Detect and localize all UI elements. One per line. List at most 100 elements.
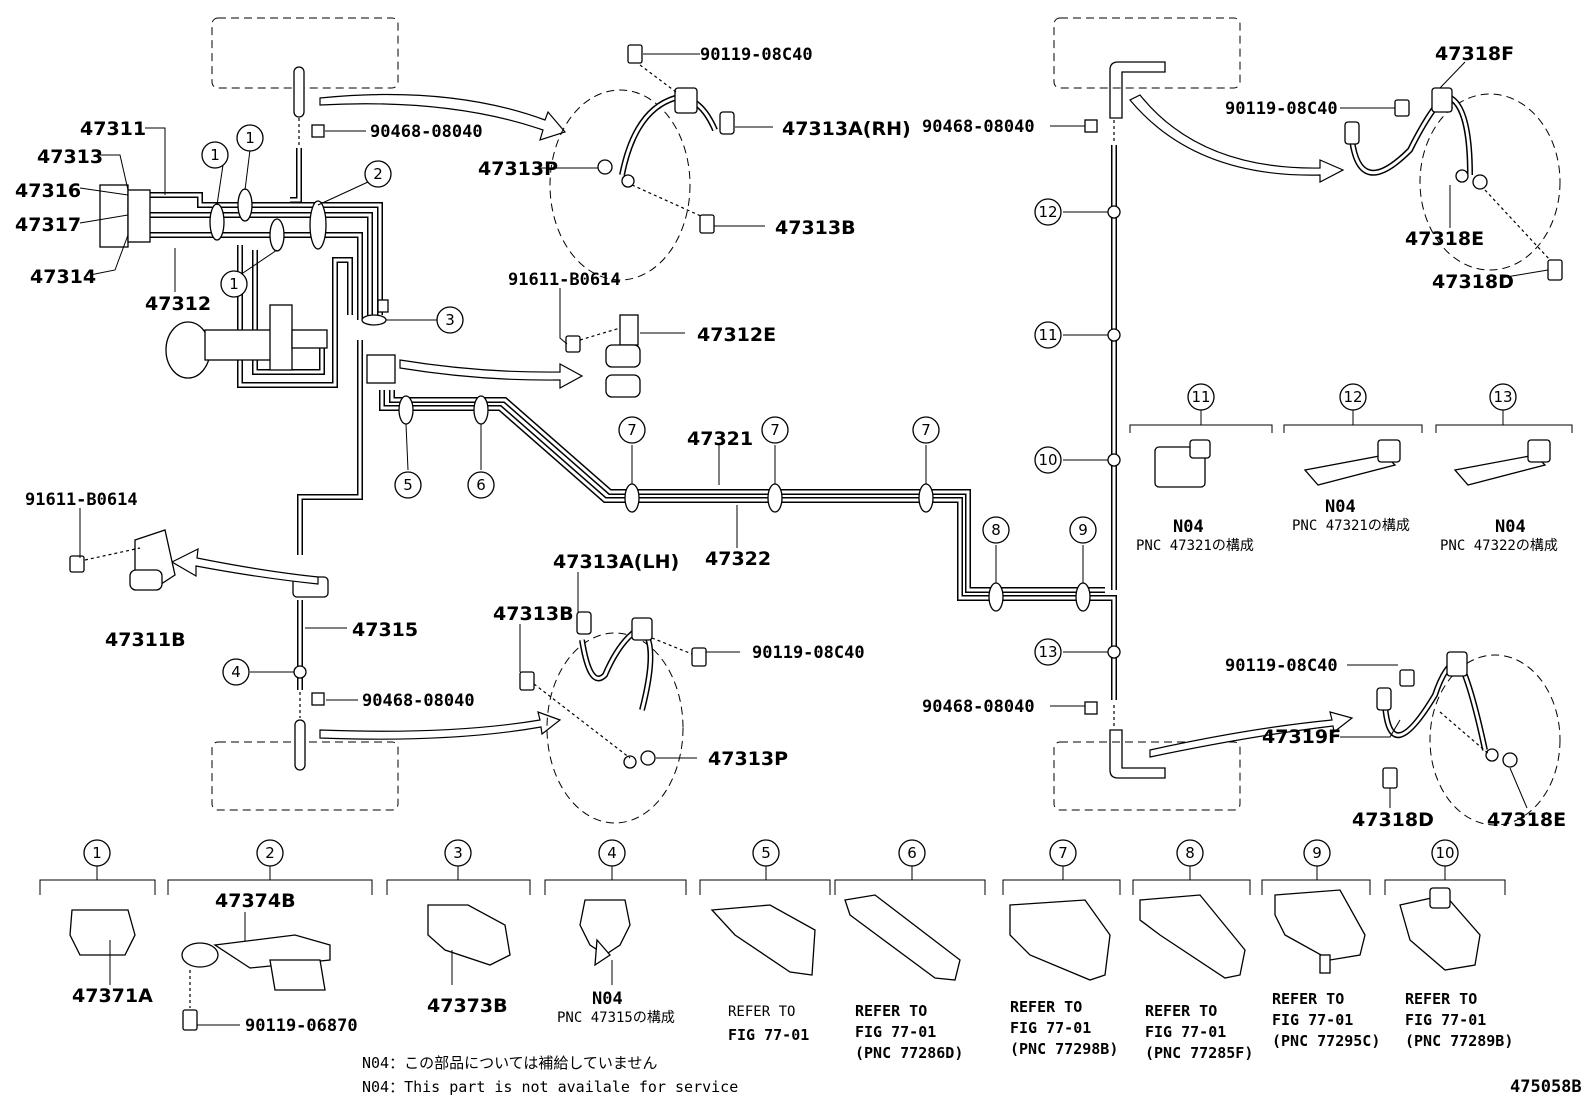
legend-num-10: 10 [1435, 844, 1454, 862]
clamp-marker-7c: 7 [921, 421, 931, 439]
legend-line-8-2: (PNC 77285F) [1145, 1044, 1253, 1062]
legend-right-num-11: 11 [1191, 388, 1210, 406]
callout-47317: 47317 [15, 214, 81, 236]
clamp-marker-12: 12 [1038, 203, 1057, 221]
legend-right-code-13: N04 [1495, 517, 1526, 537]
callout-47313a-lh: 47313A(LH) [553, 551, 679, 573]
clamp-marker-4: 4 [231, 663, 241, 681]
callout-47318f: 47318F [1435, 43, 1514, 65]
callout-47313b-bot: 47313B [493, 603, 574, 625]
callout-91611-mid: 91611-B0614 [508, 270, 621, 290]
clamp-marker-9: 9 [1078, 521, 1088, 539]
clamp-marker-3: 3 [445, 311, 455, 329]
legend-line-9-0: REFER TO [1272, 990, 1344, 1008]
clamp-marker-7b: 7 [770, 421, 780, 439]
legend-label-1: 47371A [72, 985, 153, 1007]
legend-line-10-0: REFER TO [1405, 990, 1477, 1008]
callout-47314: 47314 [30, 266, 96, 288]
callout-47312: 47312 [145, 293, 211, 315]
callout-90119-br: 90119-08C40 [1225, 656, 1338, 676]
callout-47313p-top: 47313P [478, 158, 558, 180]
callout-47311b: 47311B [105, 629, 186, 651]
legend-num-1: 1 [92, 844, 102, 862]
clip-marks [311, 119, 1098, 715]
legend-line-9-2: (PNC 77295C) [1272, 1032, 1380, 1050]
legend-num-5: 5 [761, 844, 771, 862]
legend-line-7-1: FIG 77-01 [1010, 1019, 1091, 1037]
detail-arrows [170, 93, 1354, 758]
callout-47319f: 47319F [1262, 726, 1341, 748]
legend-line-10-1: FIG 77-01 [1405, 1011, 1486, 1029]
legend-line-8-1: FIG 77-01 [1145, 1023, 1226, 1041]
part-callouts: 47311 47313 47316 47317 47314 47312 9046… [15, 43, 1566, 831]
legend-label-4: N04 [592, 989, 623, 1009]
legend-bolt-2: 90119-06870 [245, 1016, 358, 1036]
callout-90119-top: 90119-08C40 [700, 45, 813, 65]
legend-line-8-0: REFER TO [1145, 1002, 1217, 1020]
callout-47318e-bot: 47318E [1487, 809, 1566, 831]
clamp-marker-1b: 1 [245, 129, 255, 147]
master-cylinder-booster [99, 184, 396, 384]
legend-num-8: 8 [1185, 844, 1195, 862]
callout-90468-br: 90468-08040 [922, 697, 1035, 717]
clamp-marker-1c: 1 [229, 275, 239, 293]
footnotes: N04：この部品については補給していません N04：This part is n… [362, 1054, 1582, 1097]
callout-47322: 47322 [705, 548, 771, 570]
pipe-clamps [209, 188, 1121, 679]
legend-right-pnc-13: PNC 47322の構成 [1440, 538, 1558, 554]
legend-right-code-11: N04 [1173, 517, 1204, 537]
legend-right: 11 N04 PNC 47321の構成 12 N04 PNC 47321の構成 … [1129, 383, 1573, 554]
clamp-marker-2: 2 [373, 165, 383, 183]
clamp-marker-1a: 1 [210, 146, 220, 164]
legend-num-7: 7 [1058, 844, 1068, 862]
legend-num-2: 2 [265, 844, 275, 862]
wheel-boxes [211, 17, 1241, 811]
callout-47313b-top: 47313B [775, 217, 856, 239]
callout-47318e-top: 47318E [1405, 228, 1484, 250]
clamp-marker-11: 11 [1038, 326, 1057, 344]
callout-47318d-bot: 47318D [1352, 809, 1434, 831]
legend-line-9-1: FIG 77-01 [1272, 1011, 1353, 1029]
legend-right-pnc-11: PNC 47321の構成 [1136, 538, 1254, 554]
legend-sub-4: PNC 47315の構成 [557, 1010, 675, 1026]
legend-label-2: 47374B [215, 890, 296, 912]
callout-47311: 47311 [80, 118, 146, 140]
leader-lines [79, 53, 1549, 809]
legend-label-3: 47373B [427, 995, 508, 1017]
legend-line-5-1: FIG 77-01 [728, 1026, 809, 1044]
legend-bottom: 1 47371A 2 47374B 90119-06870 3 47373B 4 [39, 839, 1513, 1062]
flex-hoses [69, 44, 1563, 789]
legend-line-5-0: REFER TO [728, 1004, 795, 1020]
clamp-marker-6: 6 [476, 476, 486, 494]
legend-right-num-12: 12 [1343, 388, 1362, 406]
clamp-marker-10: 10 [1038, 451, 1057, 469]
callout-47313: 47313 [37, 146, 103, 168]
clamp-marker-5: 5 [403, 476, 413, 494]
callout-47315: 47315 [352, 619, 418, 641]
legend-num-3: 3 [453, 844, 463, 862]
legend-line-6-2: (PNC 77286D) [855, 1044, 963, 1062]
footnote-jp: N04：この部品については補給していません [362, 1054, 657, 1072]
legend-line-10-2: (PNC 77289B) [1405, 1032, 1513, 1050]
clamp-marker-8: 8 [991, 521, 1001, 539]
callout-90119-tr: 90119-08C40 [1225, 99, 1338, 119]
legend-num-9: 9 [1312, 844, 1322, 862]
clamp-marker-7a: 7 [627, 421, 637, 439]
callout-90468-tl: 90468-08040 [370, 122, 483, 142]
callout-90468-tr: 90468-08040 [922, 117, 1035, 137]
legend-right-pnc-12: PNC 47321の構成 [1292, 518, 1410, 534]
legend-line-6-1: FIG 77-01 [855, 1023, 936, 1041]
callout-47313p-bot: 47313P [708, 748, 788, 770]
callout-47316: 47316 [15, 180, 81, 202]
legend-line-6-0: REFER TO [855, 1002, 927, 1020]
clamp-number-markers: 1 1 2 1 3 5 6 7 7 7 8 9 12 11 10 13 4 [201, 124, 1097, 686]
clamp-marker-13: 13 [1038, 643, 1057, 661]
callout-47312e: 47312E [697, 324, 776, 346]
callout-90468-bl: 90468-08040 [362, 691, 475, 711]
legend-num-4: 4 [607, 844, 617, 862]
callout-47321: 47321 [687, 428, 753, 450]
legend-line-7-0: REFER TO [1010, 998, 1082, 1016]
callout-91611-left: 91611-B0614 [25, 490, 138, 510]
callout-47313a-rh: 47313A(RH) [782, 118, 911, 140]
